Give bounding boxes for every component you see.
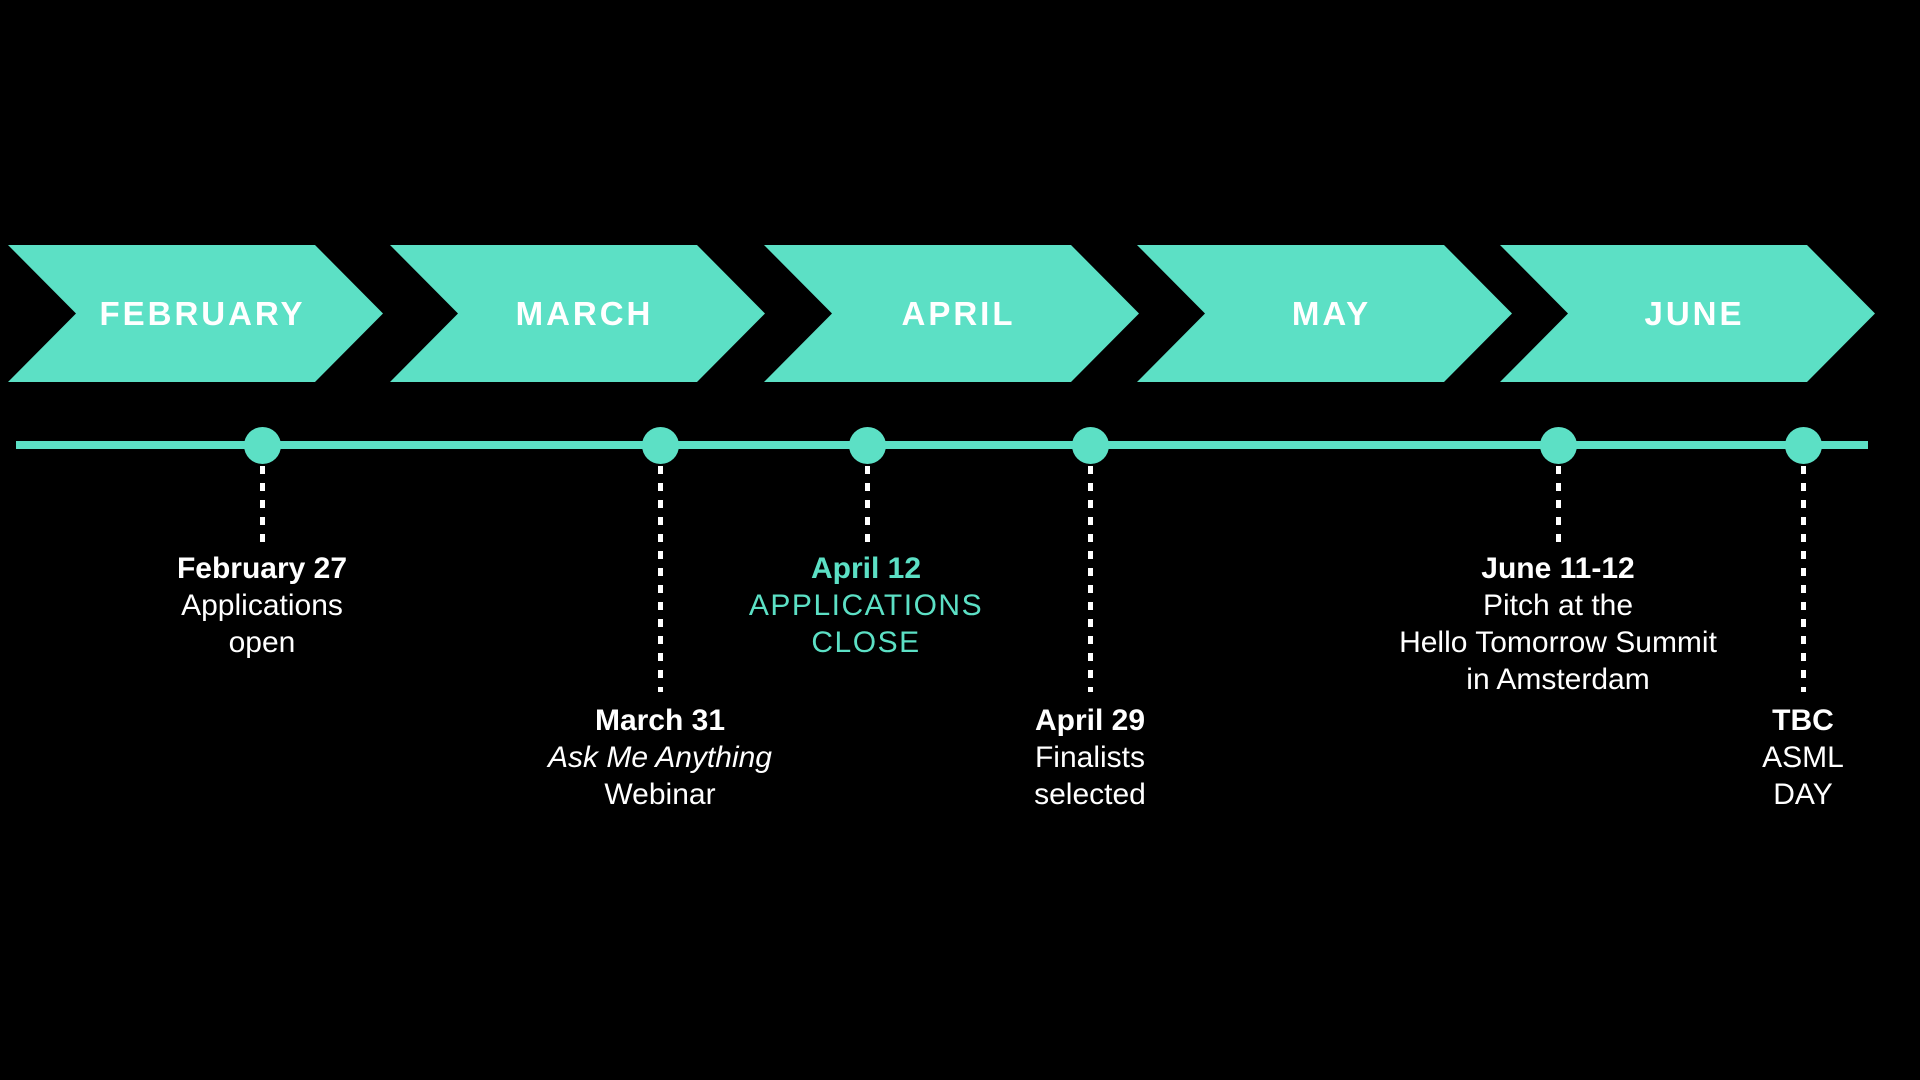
month-chevron-april: APRIL [764, 245, 1139, 382]
event-date: June 11-12 [1481, 552, 1635, 585]
month-label-may: MAY [1291, 294, 1372, 332]
event-line: DAY [1773, 778, 1833, 811]
event-march-31: March 31 Ask Me Anything Webinar [548, 702, 772, 813]
month-chevron-june: JUNE [1500, 245, 1875, 382]
event-date: April 12 [810, 552, 922, 585]
event-tbc: TBC ASML DAY [1762, 702, 1844, 813]
event-line: selected [1034, 778, 1146, 811]
timeline-dot-march-31 [642, 427, 679, 464]
timeline-dot-april-12 [849, 427, 886, 464]
event-line: open [228, 626, 296, 659]
dotted-connector-february-27 [260, 466, 265, 542]
timeline-dot-february-27 [244, 427, 281, 464]
event-june-11-12: June 11-12 Pitch at the Hello Tomorrow S… [1399, 550, 1717, 698]
dotted-connector-april-29 [1088, 466, 1093, 692]
timeline-dot-june-11-12 [1540, 427, 1577, 464]
event-april-29: April 29 Finalists selected [1034, 702, 1146, 813]
timeline-dot-april-29 [1072, 427, 1109, 464]
event-line: Applications [181, 589, 343, 622]
month-label-june: JUNE [1644, 294, 1745, 332]
timeline-dot-tbc [1785, 427, 1822, 464]
event-date: March 31 [594, 704, 726, 737]
timeline-line [16, 441, 1868, 449]
event-line: in Amsterdam [1466, 663, 1650, 696]
event-date: TBC [1772, 704, 1834, 737]
month-chevron-march: MARCH [390, 245, 765, 382]
event-line: ASML [1762, 741, 1844, 774]
event-april-12: April 12 APPLICATIONS CLOSE [749, 550, 983, 661]
event-line: CLOSE [811, 626, 921, 659]
event-line: Pitch at the [1482, 589, 1634, 622]
event-line: Ask Me Anything [548, 741, 772, 774]
event-february-27: February 27 Applications open [177, 550, 347, 661]
month-chevron-february: FEBRUARY [8, 245, 383, 382]
event-line: APPLICATIONS [748, 589, 984, 622]
dotted-connector-april-12 [865, 466, 870, 542]
event-line: Webinar [604, 778, 716, 811]
event-line: Hello Tomorrow Summit [1399, 626, 1717, 659]
month-label-february: FEBRUARY [99, 294, 306, 332]
month-chevron-may: MAY [1137, 245, 1512, 382]
dotted-connector-tbc [1801, 466, 1806, 692]
event-date: February 27 [176, 552, 348, 585]
month-label-april: APRIL [901, 294, 1016, 332]
event-line: Finalists [1034, 741, 1146, 774]
dotted-connector-march-31 [658, 466, 663, 692]
dotted-connector-june-11-12 [1556, 466, 1561, 542]
month-label-march: MARCH [515, 294, 654, 332]
event-date: April 29 [1034, 704, 1146, 737]
